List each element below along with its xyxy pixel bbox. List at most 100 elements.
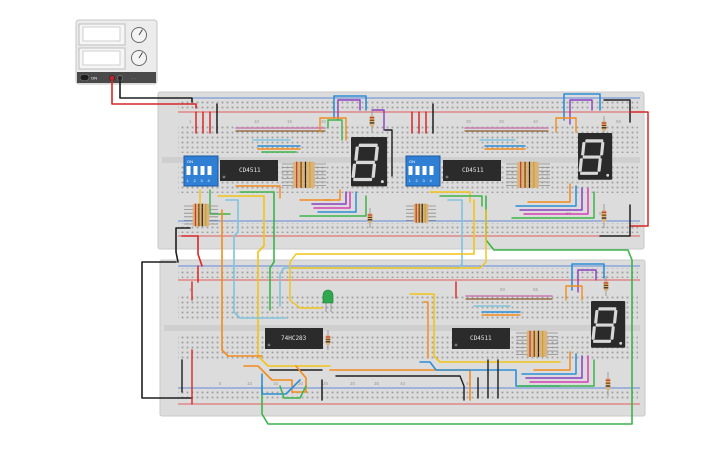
decoder-chip-2[interactable]: CD4511 bbox=[443, 160, 501, 181]
dip-position-label: 4 bbox=[208, 178, 211, 183]
display-segment bbox=[594, 310, 599, 324]
resistor bbox=[406, 207, 436, 212]
column-number: 35 bbox=[499, 119, 505, 124]
seven-segment-display-2[interactable] bbox=[578, 133, 613, 180]
column-number: 10 bbox=[247, 381, 253, 386]
resistor bbox=[369, 110, 375, 132]
column-number: 20 bbox=[298, 381, 304, 386]
dip-position-label: 1 bbox=[187, 178, 190, 183]
resistor bbox=[184, 218, 218, 223]
display-segment bbox=[374, 146, 379, 161]
dip-toggle[interactable] bbox=[193, 166, 198, 175]
dip-toggle[interactable] bbox=[408, 166, 413, 175]
display-segment bbox=[591, 326, 596, 340]
dip-toggle[interactable] bbox=[422, 166, 427, 175]
display-segment bbox=[600, 142, 605, 156]
resistor bbox=[282, 183, 326, 188]
resistor bbox=[406, 203, 436, 209]
chip-label: CD4511 bbox=[239, 167, 261, 174]
column-number: 30 bbox=[350, 381, 356, 386]
resistor bbox=[516, 352, 558, 357]
resistor bbox=[506, 172, 550, 178]
column-number: 50 bbox=[500, 287, 506, 292]
display-segment bbox=[581, 142, 586, 156]
column-number: 25 bbox=[323, 381, 329, 386]
resistor bbox=[516, 337, 558, 343]
display-segment bbox=[610, 326, 615, 340]
display-segment bbox=[598, 307, 617, 311]
dip-switch-2[interactable]: ON 1 2 3 4 bbox=[405, 155, 441, 187]
wires bbox=[111, 79, 649, 425]
power-supply[interactable]: ON ·· · bbox=[75, 19, 158, 85]
dip-toggle[interactable] bbox=[207, 166, 212, 175]
power-on-label: ON bbox=[91, 76, 97, 81]
column-number: 40 bbox=[400, 381, 406, 386]
dip-switch-1[interactable]: ON 1 2 3 4 bbox=[183, 155, 219, 187]
chip-label: 74HC283 bbox=[281, 335, 307, 342]
resistor bbox=[184, 210, 218, 216]
display-dot bbox=[606, 173, 610, 177]
dip-position-label: 1 bbox=[409, 178, 412, 183]
resistor bbox=[184, 214, 218, 220]
display-segment bbox=[613, 310, 618, 324]
resistor bbox=[282, 172, 326, 178]
led-icon bbox=[322, 289, 334, 304]
resistor bbox=[516, 334, 558, 339]
column-number: 35 bbox=[374, 381, 380, 386]
resistor bbox=[516, 341, 558, 347]
resistor bbox=[506, 161, 550, 167]
display-segment bbox=[353, 177, 373, 182]
display-segment bbox=[371, 163, 377, 178]
resistor bbox=[282, 168, 326, 174]
dip-toggle[interactable] bbox=[429, 166, 434, 175]
resistor bbox=[516, 348, 558, 354]
resistor bbox=[282, 165, 326, 170]
resistor bbox=[406, 218, 436, 223]
chip-label: CD4511 bbox=[470, 335, 492, 342]
resistor bbox=[506, 165, 550, 170]
column-number: 20 bbox=[321, 119, 327, 124]
resistor bbox=[184, 221, 218, 227]
dip-position-label: 2 bbox=[416, 178, 419, 183]
dip-switch-on-label: ON bbox=[409, 159, 415, 164]
decoder-chip-3[interactable]: CD4511 bbox=[452, 328, 510, 349]
led-green[interactable] bbox=[322, 289, 334, 312]
resistor bbox=[406, 214, 436, 220]
display-segment bbox=[582, 155, 601, 159]
display-segment bbox=[358, 143, 378, 147]
dip-position-label: 2 bbox=[194, 178, 197, 183]
decoder-chip-1[interactable]: CD4511 bbox=[220, 160, 278, 181]
dip-toggle[interactable] bbox=[415, 166, 420, 175]
resistor bbox=[506, 179, 550, 185]
power-switch[interactable] bbox=[79, 74, 90, 81]
resistor bbox=[506, 176, 550, 181]
seven-segment-display-1[interactable] bbox=[351, 137, 388, 187]
display-segment bbox=[351, 163, 357, 178]
display-segment bbox=[355, 160, 376, 165]
display-segment bbox=[578, 158, 583, 172]
wire-psu-negative[interactable] bbox=[119, 79, 193, 103]
resistor bbox=[282, 179, 326, 185]
column-number: 15 bbox=[287, 119, 293, 124]
dip-position-label: 3 bbox=[423, 178, 426, 183]
wire-psu-positive[interactable] bbox=[111, 79, 197, 109]
dip-toggle[interactable] bbox=[200, 166, 205, 175]
chip-label: CD4511 bbox=[462, 167, 484, 174]
wire-long-green[interactable] bbox=[261, 195, 633, 425]
column-number: 40 bbox=[533, 119, 539, 124]
seven-segment-display-3[interactable] bbox=[591, 301, 626, 348]
resistor bbox=[603, 276, 609, 296]
column-number: 60 bbox=[616, 119, 622, 124]
resistor bbox=[506, 183, 550, 188]
resistor bbox=[367, 208, 373, 228]
column-number: 15 bbox=[273, 381, 279, 386]
resistor bbox=[325, 330, 331, 350]
column-number: 45 bbox=[466, 381, 472, 386]
resistors bbox=[184, 110, 611, 396]
adder-chip[interactable]: 74HC283 bbox=[265, 328, 323, 349]
resistor bbox=[282, 161, 326, 167]
display-dot bbox=[619, 341, 623, 345]
dip-toggle[interactable] bbox=[186, 166, 191, 175]
column-number: 30 bbox=[466, 119, 472, 124]
